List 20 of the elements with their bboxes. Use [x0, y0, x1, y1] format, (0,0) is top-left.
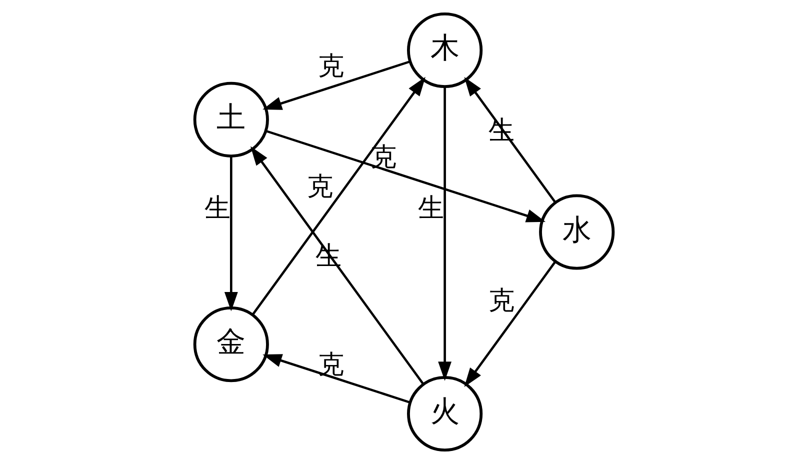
edge-label: 克: [306, 172, 333, 202]
node-circle: 木: [407, 12, 483, 88]
arrow: [252, 76, 426, 316]
node-circle: 土: [193, 82, 269, 158]
arrow: [464, 77, 556, 204]
arrow: [262, 354, 410, 404]
arrow: [266, 130, 546, 222]
edge-label: 克: [318, 350, 344, 380]
edge-label: 生: [204, 194, 230, 224]
edge-label: 克: [318, 52, 344, 82]
node-circle: 水: [539, 194, 615, 270]
arrow: [250, 146, 424, 385]
arrow: [262, 60, 410, 110]
edge-label: 克: [488, 286, 514, 316]
arrow: [224, 156, 238, 312]
node-circle: 金: [193, 306, 269, 382]
arrow: [464, 260, 556, 387]
edge-label: 生: [418, 194, 444, 224]
arrow: [438, 87, 452, 381]
node-circle: 火: [407, 376, 483, 452]
